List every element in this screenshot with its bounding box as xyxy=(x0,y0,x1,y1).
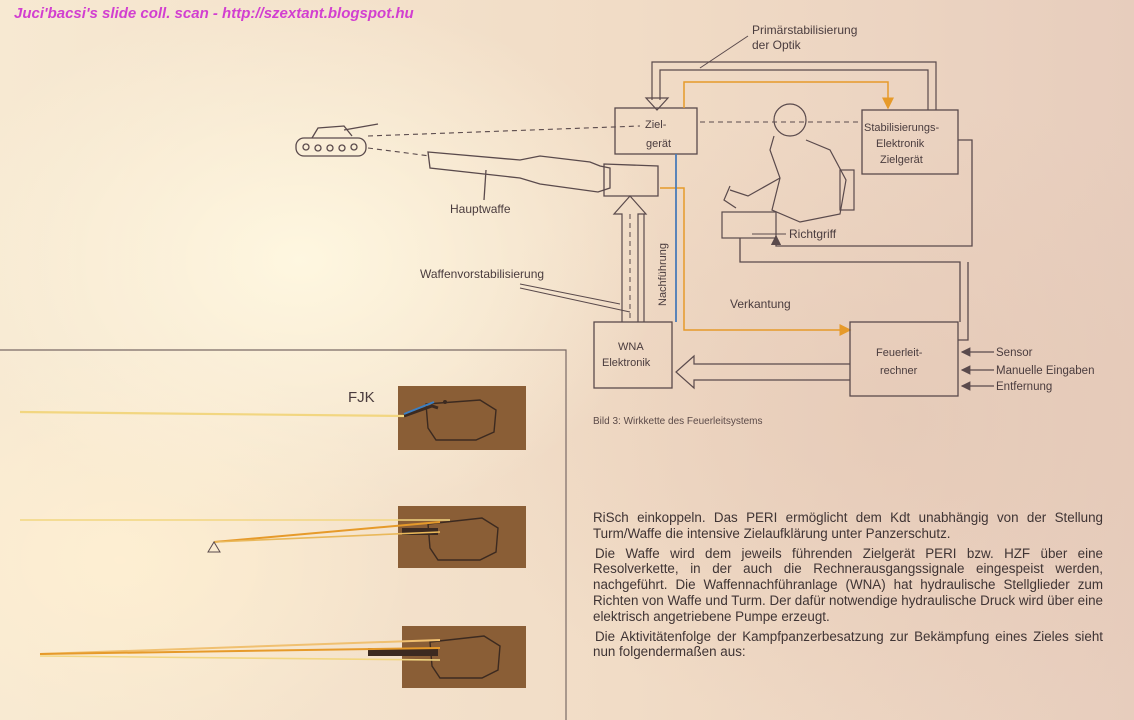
primary-stab-label-1: Primärstabilisierung xyxy=(752,23,857,37)
stab-elektronik-label-3: Zielgerät xyxy=(880,154,923,166)
left-panel-frame xyxy=(0,349,567,720)
primary-stab-loop-inner xyxy=(659,69,929,110)
paragraph-2: Die Waffe wird dem jeweils führenden Zie… xyxy=(593,545,1103,624)
body-text: RiSch einkoppeln. Das PERI ermöglicht de… xyxy=(593,510,1103,664)
stab-feedback-line xyxy=(770,139,973,247)
verkantung-label: Verkantung xyxy=(730,297,791,311)
sight-line-upper xyxy=(367,125,641,137)
richtgriff-box xyxy=(721,211,777,239)
primary-stab-label-2: der Optik xyxy=(752,38,802,52)
richtgriff-to-rechner-line xyxy=(739,238,961,322)
waffenvorstab-label: Waffenvorstabilisierung xyxy=(420,267,544,281)
stab-elektronik-box xyxy=(861,109,959,175)
rechner-to-wna-arrow xyxy=(675,354,850,390)
wna-to-gun-arrow xyxy=(612,195,648,322)
target-tank-icon xyxy=(295,123,379,157)
figure-caption: Bild 3: Wirkkette des Feuerleitsystems xyxy=(593,416,763,427)
wna-elektronik-box xyxy=(593,321,673,389)
feuerleitrechner-box xyxy=(849,321,959,397)
entfernung-label: Entfernung xyxy=(996,381,1052,393)
tank-panel-2 xyxy=(20,506,526,568)
stab-elektronik-label-2: Elektronik xyxy=(876,138,925,150)
sight-line-lower xyxy=(367,147,431,157)
gunner-figure-icon xyxy=(723,103,855,223)
sensor-label: Sensor xyxy=(996,347,1033,359)
paragraph-1: RiSch einkoppeln. Das PERI ermöglicht de… xyxy=(593,510,1103,541)
stab-elektronik-label-1: Stabilisierungs- xyxy=(864,122,940,134)
wna-label-2: Elektronik xyxy=(602,357,651,369)
verkantung-signal xyxy=(660,187,852,336)
primary-stab-arrow xyxy=(644,97,670,111)
orange-stab-signal xyxy=(683,81,894,110)
paragraph-3: Die Aktivitätenfolge der Kampfpanzerbesa… xyxy=(593,628,1103,660)
zielgeraet-box xyxy=(614,107,698,155)
fjk-label: FJK xyxy=(348,389,375,406)
tank-panel-3 xyxy=(39,626,526,688)
hauptwaffe-label: Hauptwaffe xyxy=(450,202,511,216)
tank-panel-1 xyxy=(19,386,526,450)
wna-label-1: WNA xyxy=(618,341,644,353)
zielgeraet-label-1: Ziel- xyxy=(645,119,667,131)
rechner-right-line xyxy=(958,262,969,341)
nachfuehrung-label: Nachführung xyxy=(657,243,669,306)
manuelle-label: Manuelle Eingaben xyxy=(996,365,1094,377)
richtgriff-label: Richtgriff xyxy=(789,227,837,241)
primary-stab-leader xyxy=(699,35,749,69)
primary-stab-loop-outer xyxy=(651,61,937,110)
feuerleit-label-1: Feuerleit- xyxy=(876,347,923,359)
main-gun-icon xyxy=(427,151,659,201)
watermark: Juci'bacsi's slide coll. scan - http://s… xyxy=(14,5,414,22)
zielgeraet-label-2: gerät xyxy=(646,138,671,150)
feuerleit-label-2: rechner xyxy=(880,365,918,377)
